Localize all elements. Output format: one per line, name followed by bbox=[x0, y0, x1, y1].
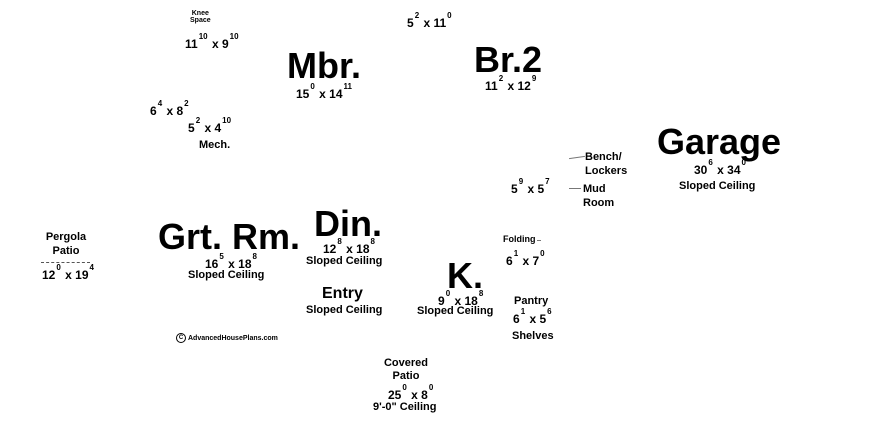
dining-dimension: 128 x 188 bbox=[323, 237, 375, 256]
covered-patio-ceiling-note: 9'-0" Ceiling bbox=[373, 401, 437, 413]
dining-room-name: Din. bbox=[314, 203, 382, 244]
great-room-name: Grt. Rm. bbox=[158, 216, 301, 257]
kitchen-ceiling-note: Sloped Ceiling bbox=[417, 305, 494, 317]
mud-leader-line bbox=[569, 188, 581, 189]
copyright-notice: C AdvancedHousePlans.com bbox=[176, 333, 278, 343]
pergola-dashed-line bbox=[41, 262, 90, 263]
bench-lockers-label: Bench/Lockers bbox=[585, 151, 628, 177]
br2-dimension: 112 x 129 bbox=[485, 74, 537, 93]
entry-ceiling-note: Sloped Ceiling bbox=[306, 304, 383, 316]
copyright-icon: C bbox=[176, 333, 186, 343]
kitchen-room-name: K. bbox=[447, 255, 483, 296]
great-room-ceiling-note: Sloped Ceiling bbox=[188, 269, 265, 281]
covered-patio-dimension: 250 x 80 bbox=[388, 383, 434, 402]
entry-room-name: Entry bbox=[322, 285, 363, 302]
mbr-room-name: Mbr. bbox=[287, 45, 362, 86]
pergola-dimension: 120 x 194 bbox=[42, 263, 94, 282]
garage-room-name: Garage bbox=[657, 121, 782, 162]
dining-ceiling-note: Sloped Ceiling bbox=[306, 255, 383, 267]
folding-dimension: 61 x 70 bbox=[506, 249, 545, 268]
folding-leader-line bbox=[537, 240, 541, 241]
knee-space-dimension: 1110 x 910 bbox=[185, 32, 239, 51]
copyright-text: AdvancedHousePlans.com bbox=[188, 334, 278, 342]
kitchen-dimension: 90 x 188 bbox=[438, 289, 484, 308]
mbr-dimension: 150 x 1411 bbox=[296, 82, 352, 101]
pantry-dimension: 61 x 56 bbox=[513, 307, 552, 326]
garage-dimension: 306 x 340 bbox=[694, 158, 746, 177]
pantry-room-name: Pantry bbox=[514, 295, 549, 307]
folding-label: Folding bbox=[503, 234, 536, 244]
pantry-shelves-note: Shelves bbox=[512, 330, 554, 342]
top-closet-dimension: 52 x 110 bbox=[407, 11, 452, 30]
closet-a-dimension: 64 x 82 bbox=[150, 99, 189, 118]
mud-room-dimension: 59 x 57 bbox=[511, 177, 550, 196]
br2-room-name: Br.2 bbox=[474, 39, 543, 80]
bench-leader-line bbox=[569, 155, 585, 160]
closet-b-dimension: 52 x 410 bbox=[188, 116, 232, 135]
mech-room-name: Mech. bbox=[199, 139, 231, 151]
garage-ceiling-note: Sloped Ceiling bbox=[679, 180, 756, 192]
great-room-dimension: 165 x 188 bbox=[205, 252, 257, 271]
